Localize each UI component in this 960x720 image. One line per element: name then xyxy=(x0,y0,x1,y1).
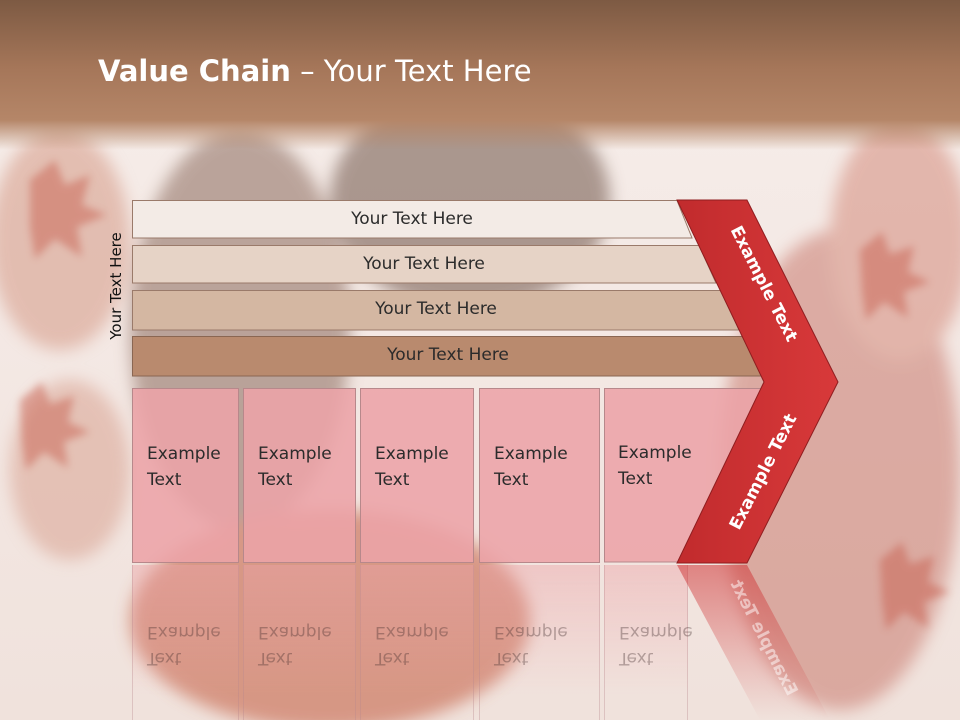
cell-4-line1: Example xyxy=(494,444,568,464)
side-label: Your Text Here xyxy=(107,232,125,340)
title-rest: – Your Text Here xyxy=(290,54,532,88)
bar-1: Your Text Here xyxy=(132,200,693,239)
bar-1-label: Your Text Here xyxy=(351,209,473,229)
bar-3-label: Your Text Here xyxy=(375,299,497,319)
bar-4: Your Text Here xyxy=(132,336,764,377)
bar-4-label: Your Text Here xyxy=(387,345,509,365)
cell-4-line2: Text xyxy=(494,470,529,490)
cell-1-line2: Text xyxy=(147,470,182,490)
cell-2-line2: Text xyxy=(258,470,293,490)
cell-3-line2: Text xyxy=(375,470,410,490)
bar-2: Your Text Here xyxy=(132,245,717,284)
cell-3-line1: Example xyxy=(375,444,449,464)
cell-5-line1: Example xyxy=(618,443,692,463)
title-bold: Value Chain xyxy=(98,54,291,88)
cell-5-line2: Text xyxy=(618,469,653,489)
bar-3: Your Text Here xyxy=(132,290,740,331)
cell-1-line1: Example xyxy=(147,444,221,464)
header-band xyxy=(0,0,960,150)
cell-2-line1: Example xyxy=(258,444,332,464)
bar-2-label: Your Text Here xyxy=(363,254,485,274)
page-title: Value Chain – Your Text Here xyxy=(98,54,532,88)
